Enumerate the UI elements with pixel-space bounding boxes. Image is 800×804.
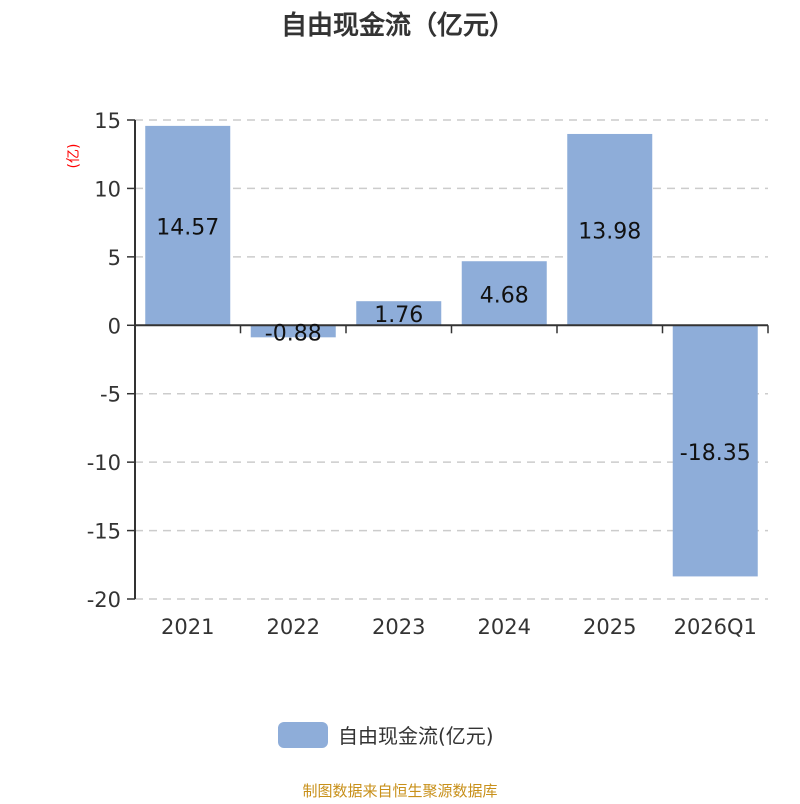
bar xyxy=(145,125,231,326)
chart-title: 自由现金流（亿元） xyxy=(281,10,515,41)
x-tick-label: 2025 xyxy=(583,615,636,639)
source-note: 制图数据来自恒生聚源数据库 xyxy=(302,782,497,800)
data-label: 13.98 xyxy=(578,220,641,245)
y-tick-label: -15 xyxy=(87,520,121,544)
bar xyxy=(356,301,442,326)
y-tick-label: 0 xyxy=(108,314,121,338)
y-tick-label: 5 xyxy=(108,246,121,270)
bar xyxy=(250,325,336,338)
bar xyxy=(461,261,547,326)
data-label: 14.57 xyxy=(156,216,219,241)
x-tick-label: 2022 xyxy=(267,615,320,639)
data-label: 4.68 xyxy=(480,283,529,308)
data-label: -18.35 xyxy=(680,441,751,466)
data-label: 1.76 xyxy=(374,303,423,328)
data-label: -0.88 xyxy=(265,321,322,346)
y-tick-label: -10 xyxy=(87,451,121,475)
x-tick-label: 2023 xyxy=(372,615,425,639)
y-tick-label: 10 xyxy=(94,177,121,201)
legend-label[interactable]: 自由现金流(亿元) xyxy=(338,724,494,748)
y-tick-label: 15 xyxy=(94,109,121,133)
bar xyxy=(567,133,653,326)
legend-swatch[interactable] xyxy=(278,722,328,748)
x-tick-label: 2024 xyxy=(478,615,531,639)
y-axis-label: (亿) xyxy=(66,144,82,169)
bar xyxy=(672,325,758,577)
x-tick-label: 2026Q1 xyxy=(674,615,757,639)
y-tick-label: -20 xyxy=(87,588,121,612)
x-tick-label: 2021 xyxy=(161,615,214,639)
y-tick-label: -5 xyxy=(100,383,121,407)
